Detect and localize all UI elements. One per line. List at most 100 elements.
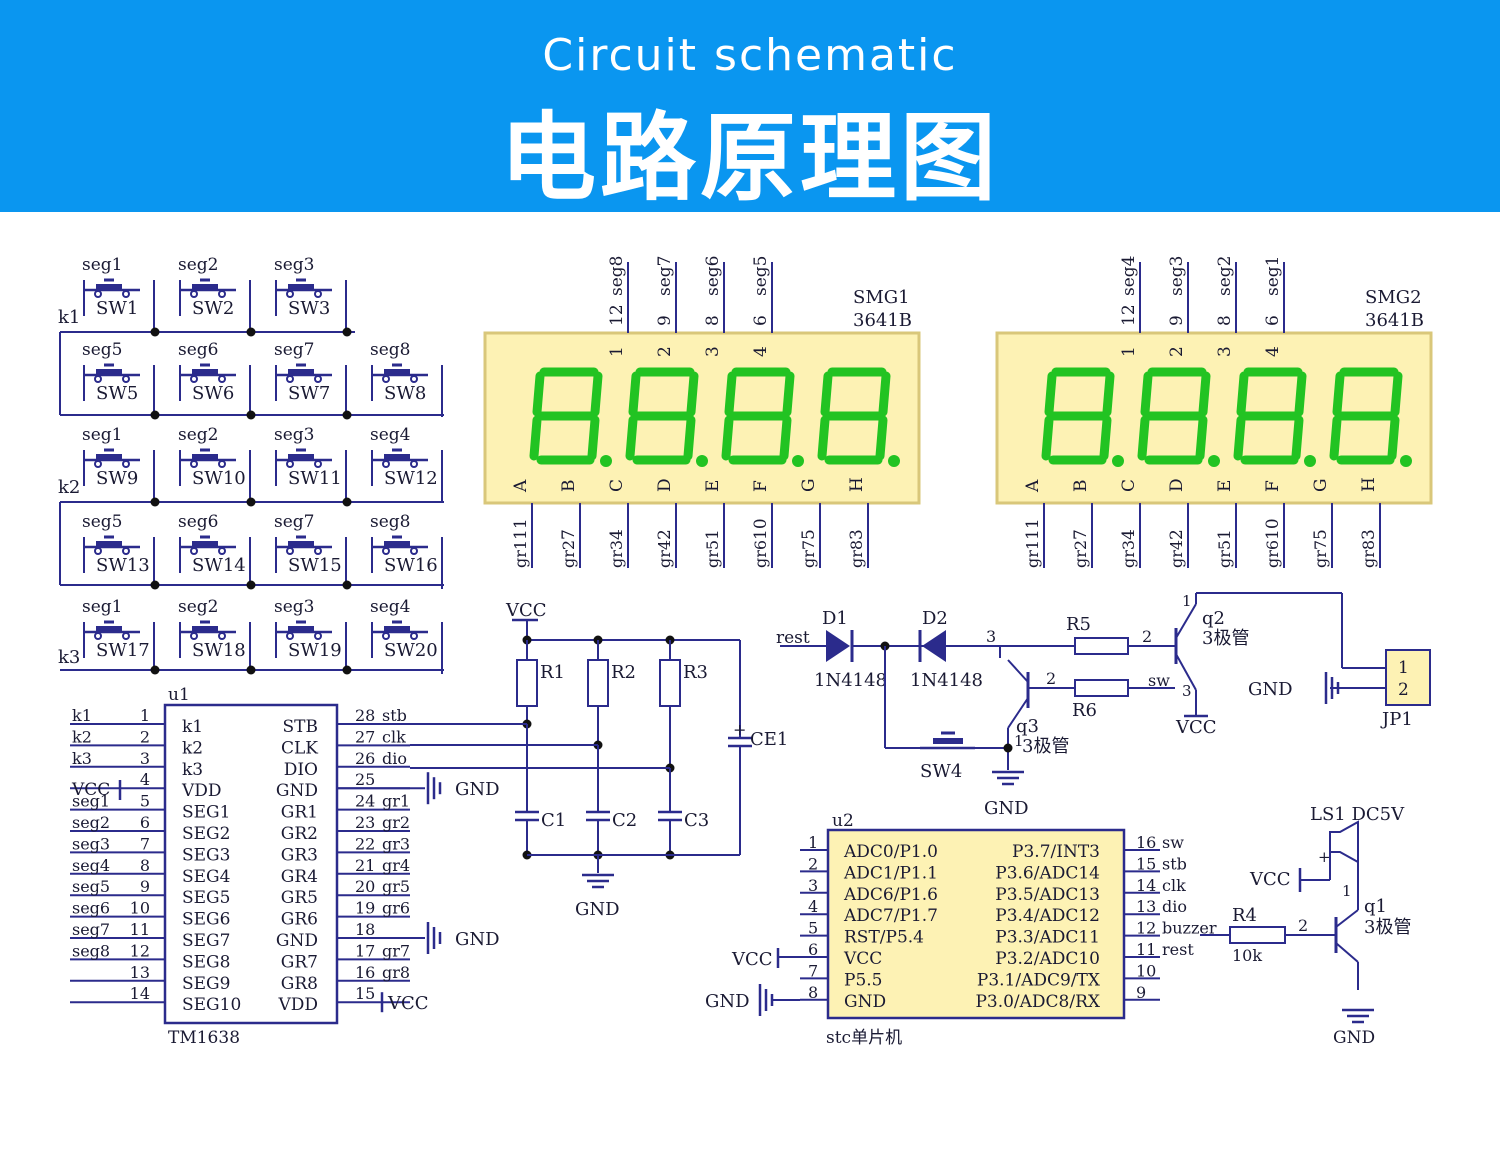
bottom-pin-number: 3 [847, 529, 867, 540]
switch-seg-label: seg4 [370, 425, 410, 445]
diode-d2 [922, 630, 946, 662]
tm1638-pin-number: 8 [140, 856, 150, 875]
tm1638-pin-number: 18 [355, 920, 375, 939]
switch-plunger [384, 454, 410, 459]
sw-net-label: sw [1148, 671, 1170, 690]
mcu-pin-number: 2 [808, 854, 818, 873]
tm1638-ref: u1 [168, 685, 190, 705]
bottom-pin-number: 4 [607, 529, 627, 540]
tm1638-pin-name: k3 [182, 760, 203, 780]
mcu-pin-name: VCC [843, 949, 882, 969]
decimal-point [696, 455, 708, 467]
digit-segment [1137, 415, 1150, 461]
digit-segment [1044, 371, 1057, 417]
switch-name: SW6 [192, 383, 234, 404]
bottom-pin-net: gr3 [607, 540, 626, 568]
bottom-pin-letter: B [1071, 480, 1091, 493]
mcu-part: stc单片机 [826, 1028, 902, 1048]
tm1638-pin-name: GR3 [281, 845, 318, 865]
tm1638-pin-number: 4 [140, 770, 150, 789]
tm1638-net-label: gr5 [382, 877, 410, 896]
top-pin-number: 9 [1167, 315, 1187, 326]
tm1638-gnd-label: GND [455, 929, 500, 950]
display-name: SMG2 [1365, 287, 1422, 308]
top-pin-number: 6 [751, 315, 771, 326]
bottom-pin-net: gr8 [1359, 540, 1378, 568]
q3-collector [1007, 659, 1029, 683]
switch-seg-label: seg1 [82, 255, 122, 275]
mcu-pin-name: ADC6/P1.6 [843, 885, 938, 905]
mcu-pin-name: P3.6/ADC14 [995, 863, 1100, 883]
bottom-pin-letter: C [607, 479, 627, 492]
bottom-pin-letter: G [1311, 478, 1331, 492]
k1-junction [246, 410, 256, 420]
bottom-pin-number: 7 [559, 529, 579, 540]
keypad-row-label-k3: k3 [58, 647, 80, 668]
bottom-pin-letter: D [1167, 478, 1187, 492]
top-pin-net: seg7 [655, 256, 675, 296]
tm1638-pin-number: 12 [130, 941, 150, 960]
switch-name: SW17 [96, 640, 150, 661]
digit-segment [1390, 371, 1403, 417]
switch-name: SW19 [288, 640, 342, 661]
digit-segment [1195, 415, 1208, 461]
sw4-junction [1003, 743, 1013, 753]
switch-terminal [382, 547, 390, 555]
switch-terminal [122, 375, 130, 383]
pullup-gnd-symbol [582, 873, 614, 889]
switch-terminal [94, 290, 102, 298]
q1-collector [1335, 909, 1359, 928]
switch-seg-label: seg2 [178, 425, 218, 445]
digit-segment [721, 415, 734, 461]
switch-terminal [190, 375, 198, 383]
tm1638-pin-number: 22 [355, 834, 375, 853]
switch-terminal [218, 290, 226, 298]
digit-segment [1332, 371, 1345, 417]
bottom-pin-net: gr6 [1263, 540, 1282, 568]
diode-ref: D1 [822, 608, 848, 629]
tm1638-pin-name: GR6 [281, 910, 318, 930]
switch-terminal [190, 290, 198, 298]
bottom-pin-number: 1 [1215, 529, 1235, 540]
switch-terminal [314, 547, 322, 555]
mcu-pin-number: 16 [1136, 833, 1156, 852]
mcu-pin-number: 8 [808, 983, 818, 1002]
top-pin-number: 12 [1119, 304, 1139, 326]
transistor-type: 3极管 [1202, 628, 1249, 649]
tm1638-net-label: gr7 [382, 941, 410, 960]
bottom-pin-letter: F [751, 480, 771, 492]
switch-terminal [382, 632, 390, 640]
top-pin-net: seg6 [703, 256, 723, 296]
resistor-label: R2 [611, 662, 636, 683]
switch-seg-label: seg7 [274, 512, 314, 532]
switch-plunger [192, 626, 218, 631]
decimal-point [1208, 455, 1220, 467]
resistor-label: R6 [1072, 700, 1097, 721]
bottom-pin-net: gr3 [1119, 540, 1138, 568]
bottom-pin-letter: G [799, 478, 819, 492]
bottom-pin-net: gr7 [799, 540, 818, 568]
switch-terminal [190, 632, 198, 640]
tm1638-pin-name: SEG1 [182, 803, 230, 823]
digit-segment [878, 371, 891, 417]
display-smg1: SMG13641B12seg819seg728seg636seg54A11gr1… [483, 256, 921, 568]
tm1638-body [163, 703, 339, 1025]
top-pin-index: 4 [751, 346, 771, 357]
resistor-label: R1 [540, 662, 565, 683]
digit-segment [628, 371, 641, 417]
tm1638-pin-name: GR1 [281, 803, 318, 823]
mcu-net-label: rest [1162, 940, 1194, 959]
pin-number: 3 [1182, 682, 1192, 700]
mcu-vcc-label: VCC [731, 949, 773, 970]
top-pin-net: seg3 [1167, 256, 1187, 296]
digit-segment [590, 371, 603, 417]
transistor-ref: q2 [1202, 608, 1225, 629]
tm1638-net-label: gr6 [382, 899, 410, 918]
digit-segment [1102, 371, 1115, 417]
resistor-label: R5 [1066, 614, 1091, 635]
